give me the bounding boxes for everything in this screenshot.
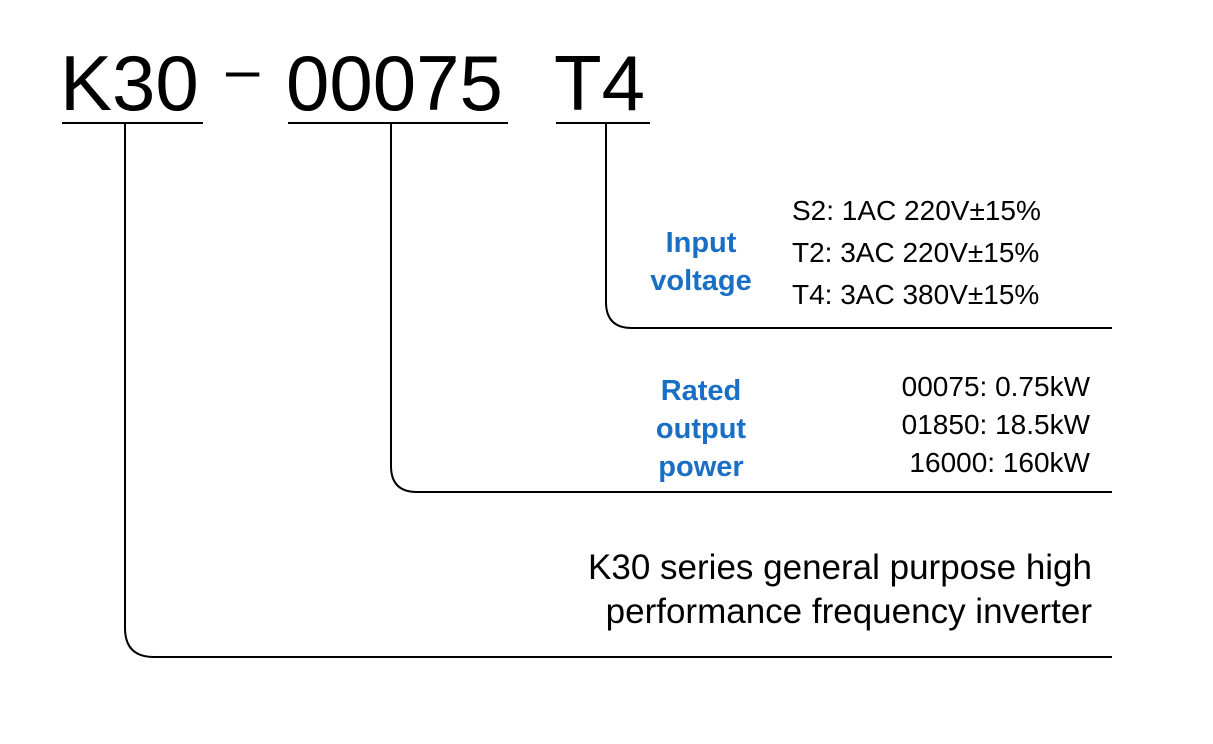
rated-power-option: 16000: 160kW	[909, 447, 1090, 478]
input-voltage-option: T2: 3AC 220V±15%	[792, 237, 1040, 268]
rated-power-label-line3: power	[658, 451, 744, 483]
input-voltage-option: S2: 1AC 220V±15%	[792, 195, 1041, 226]
code-series: K30	[60, 39, 199, 127]
connector-series	[124, 123, 1112, 658]
input-voltage-label-line2: voltage	[650, 265, 752, 297]
code-separator: –	[226, 36, 260, 103]
input-voltage-option: T4: 3AC 380V±15%	[792, 279, 1040, 310]
input-voltage-label-line1: Input	[665, 227, 737, 259]
connector-power	[390, 123, 1112, 493]
code-voltage: T4	[554, 39, 646, 127]
code-power: 00075	[286, 39, 503, 127]
rated-power-label-line1: Rated	[660, 375, 742, 407]
rated-power-option: 00075: 0.75kW	[901, 371, 1090, 402]
input-voltage-label: Input voltage	[636, 224, 766, 300]
rated-power-option: 01850: 18.5kW	[901, 409, 1090, 440]
connector-voltage	[605, 123, 1112, 329]
rated-power-label: Rated output power	[636, 372, 766, 486]
rated-power-label-line2: output	[655, 413, 747, 445]
series-description-line2: performance frequency inverter	[605, 592, 1092, 631]
series-description-line1: K30 series general purpose high	[588, 548, 1092, 587]
